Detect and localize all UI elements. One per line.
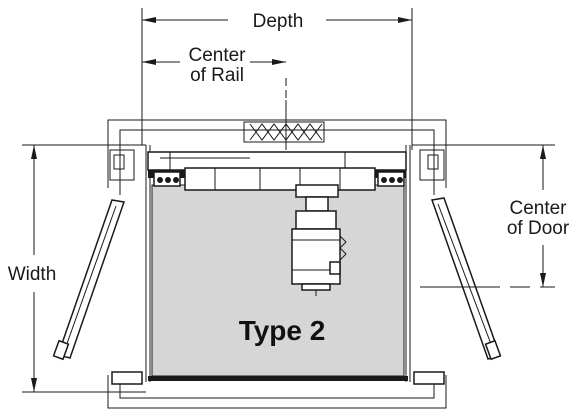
center-of-rail-dimension xyxy=(142,59,287,98)
left-hinge-bracket xyxy=(109,149,135,181)
center-of-door-dimension xyxy=(412,144,555,288)
center-of-rail-label-1: Center xyxy=(188,45,246,66)
right-hinge-bracket xyxy=(419,149,445,181)
right-door-leaf xyxy=(430,197,502,361)
left-door-leaf xyxy=(52,199,125,361)
center-of-door-label-1: Center xyxy=(509,198,567,219)
depth-label: Depth xyxy=(253,11,304,32)
door-frame xyxy=(107,119,447,409)
center-of-door-label-2: of Door xyxy=(507,218,570,239)
door-bottom-bar xyxy=(148,376,408,381)
width-dimension xyxy=(22,144,146,393)
depth-dimension xyxy=(141,8,413,150)
type-label: Type 2 xyxy=(239,315,326,346)
center-of-rail-label-2: of Rail xyxy=(190,65,244,86)
rail-track xyxy=(147,151,407,198)
rail-vent-box xyxy=(243,100,325,150)
motor-assembly xyxy=(291,196,347,296)
door-panel xyxy=(151,184,405,377)
bottom-brackets xyxy=(111,371,445,385)
width-label: Width xyxy=(8,264,57,285)
